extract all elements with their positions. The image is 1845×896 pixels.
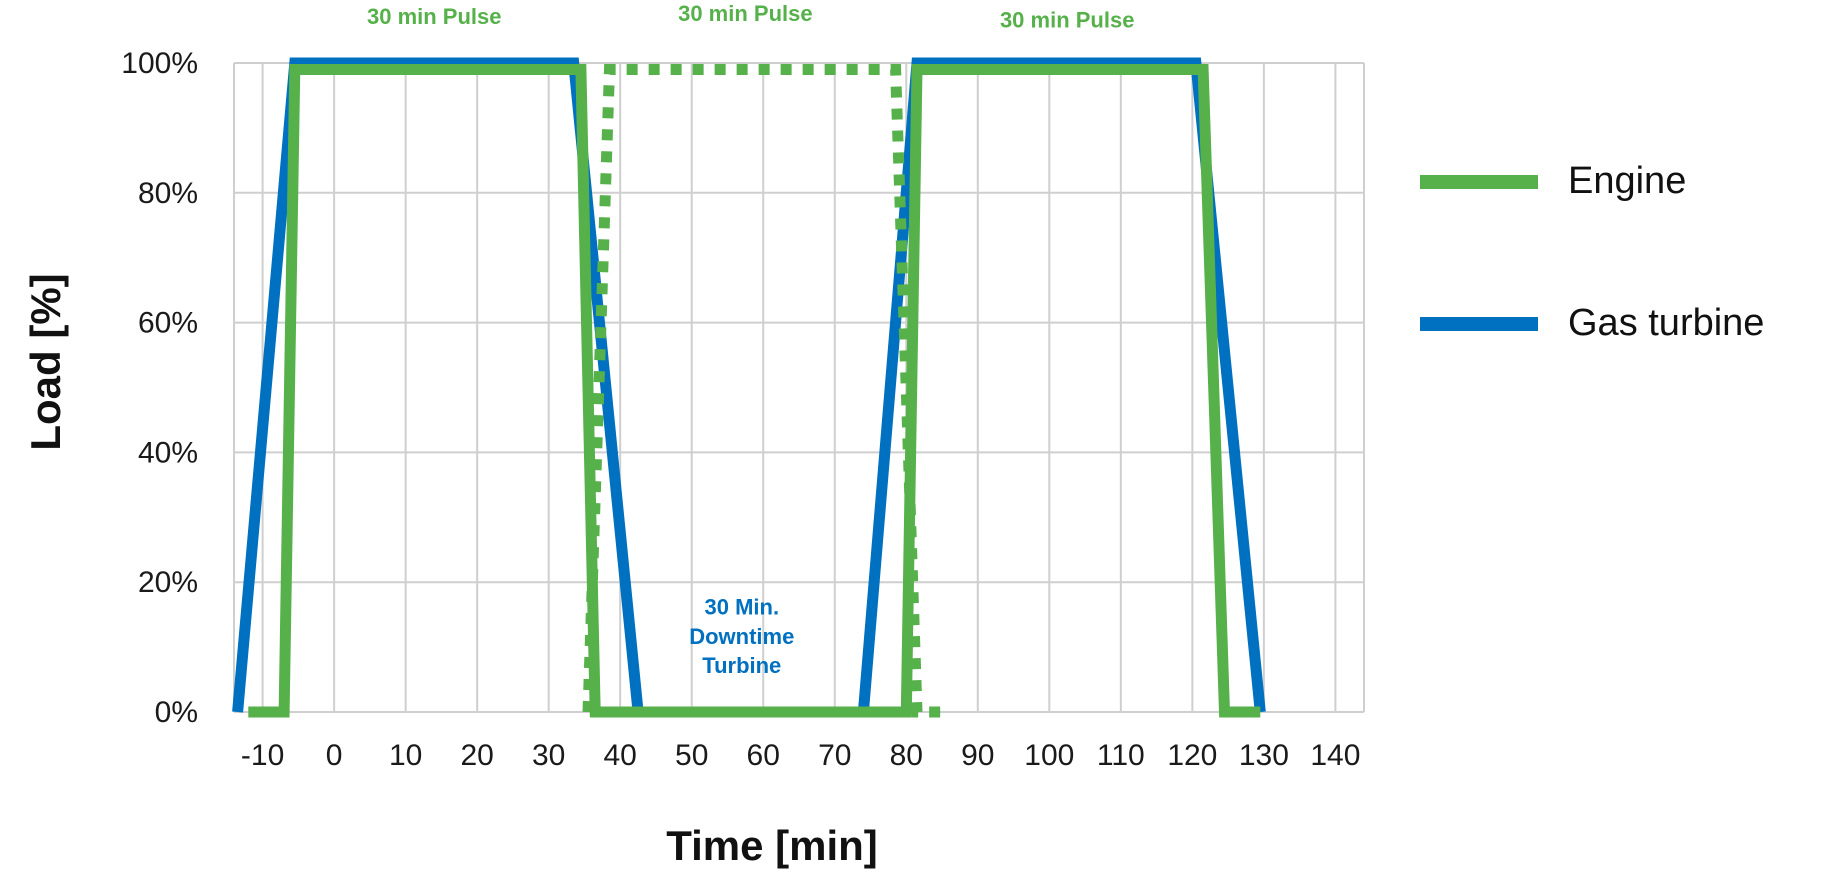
- x-tick-label: 10: [389, 739, 422, 772]
- x-tick-label: 40: [604, 739, 637, 772]
- legend-item-engine: Engine: [1420, 160, 1686, 203]
- legend: Engine Gas turbine: [1420, 160, 1840, 380]
- x-tick-label: -10: [241, 739, 284, 772]
- legend-label-engine: Engine: [1568, 160, 1687, 202]
- annotation-label: 30 min Pulse: [1000, 7, 1135, 32]
- x-axis-title: Time [min]: [666, 822, 878, 869]
- x-tick-label: 90: [961, 739, 994, 772]
- x-tick-label: 130: [1239, 739, 1289, 772]
- x-tick-label: 30: [532, 739, 565, 772]
- y-tick-label: 0%: [155, 696, 198, 729]
- annotations: 30 min Pulse 30 min Pulse 30 min Pulse 30 M…: [367, 1, 1134, 678]
- grid: [233, 62, 1365, 713]
- annotation-label: 30 min Pulse: [678, 1, 813, 26]
- y-tick-label: 60%: [138, 307, 198, 340]
- y-tick-label: 20%: [138, 566, 198, 599]
- y-tick-label: 40%: [138, 436, 198, 469]
- x-tick-label: 100: [1024, 739, 1074, 772]
- annotation-label: 30 Min.: [704, 595, 779, 620]
- x-tick-label: 80: [890, 739, 923, 772]
- x-tick-label: 0: [326, 739, 343, 772]
- series-lines: [232, 57, 1266, 718]
- series-line-engine: [248, 64, 1261, 718]
- x-tick-label: 140: [1310, 739, 1360, 772]
- x-tick-label: 110: [1097, 739, 1145, 772]
- annotation-label: Downtime: [689, 624, 794, 649]
- legend-swatch-engine: [1420, 174, 1538, 189]
- x-tick-label: 70: [818, 739, 851, 772]
- legend-label-gas-turbine: Gas turbine: [1568, 302, 1765, 344]
- annotation-label: 30 min Pulse: [367, 4, 502, 29]
- annotation-label: Turbine: [702, 653, 781, 678]
- y-tick-label: 80%: [138, 177, 198, 210]
- x-tick-labels: -10 0 10 20 30 40 50 60 70 80 90 100 110 120 130 140: [241, 739, 1360, 772]
- x-tick-label: 60: [747, 739, 780, 772]
- x-tick-label: 120: [1167, 739, 1217, 772]
- series-line-engine-dotted: [582, 64, 946, 718]
- y-axis-title: Load [%]: [22, 273, 69, 450]
- x-tick-label: 50: [675, 739, 708, 772]
- x-tick-label: 20: [460, 739, 493, 772]
- y-tick-labels: 0% 20% 40% 60% 80% 100%: [121, 47, 198, 729]
- y-tick-label: 100%: [121, 47, 198, 80]
- legend-swatch-gas-turbine: [1420, 316, 1538, 331]
- legend-item-gas-turbine: Gas turbine: [1420, 302, 1764, 345]
